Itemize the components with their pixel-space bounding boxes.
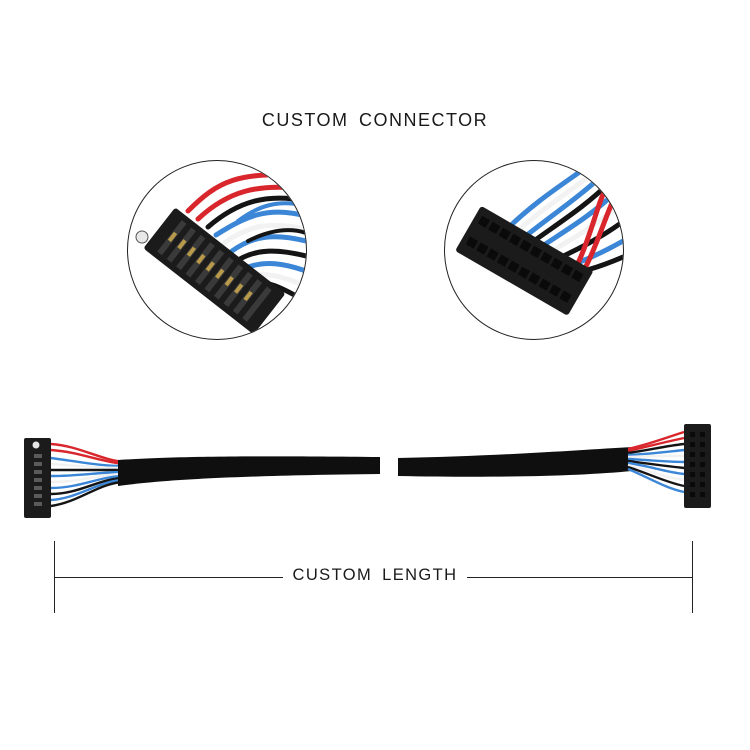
page-title: CUSTOM CONNECTOR [261, 110, 489, 130]
right-connector [684, 424, 711, 508]
cable-assembly-image [24, 424, 711, 518]
right-connector-closeup-image [456, 161, 623, 315]
dimension-label-wrap: CUSTOM LENGTH [0, 566, 750, 585]
left-sleeve [118, 456, 380, 486]
left-connector-closeup-image [135, 172, 306, 334]
dimension-label: CUSTOM LENGTH [282, 566, 468, 584]
right-connector-zoom [444, 160, 624, 340]
right-sleeve [398, 447, 632, 477]
left-connector-zoom [127, 160, 307, 340]
